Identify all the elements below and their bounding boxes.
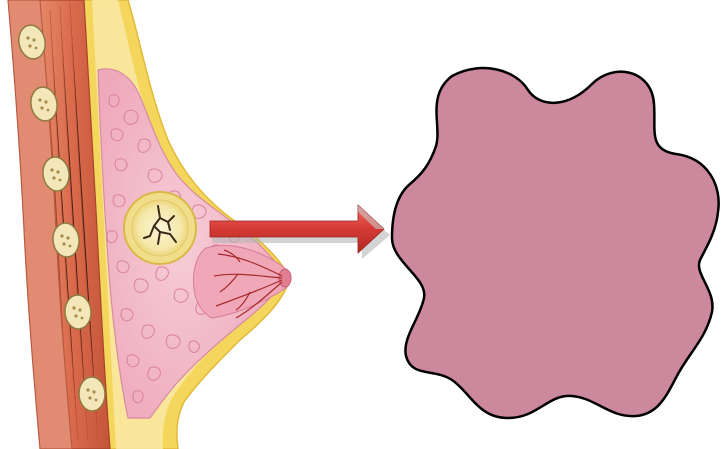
rib	[78, 377, 105, 412]
irregular-tumor-mass	[392, 68, 719, 418]
nipple-area	[194, 245, 291, 318]
tumor-in-breast	[124, 192, 196, 264]
